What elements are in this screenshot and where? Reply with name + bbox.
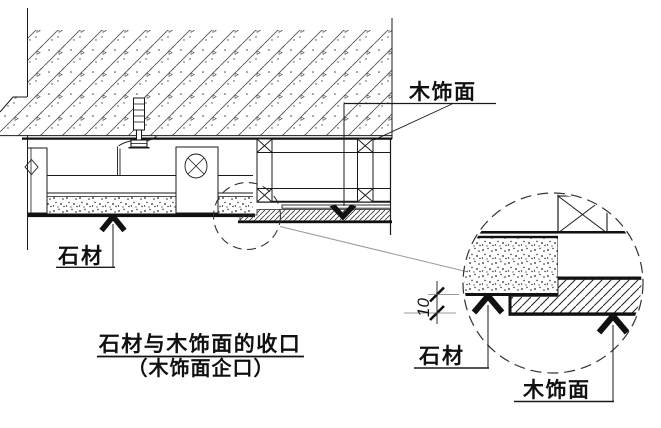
x-box-icon [357, 188, 374, 203]
detail-wood-frame-block [558, 233, 642, 280]
x-box-icon [256, 188, 273, 203]
x-box-icon [357, 138, 374, 153]
main-section-drawing: 木饰面 石材 [0, 8, 496, 272]
x-box-icon [557, 194, 608, 234]
detail-contents [464, 194, 642, 316]
callout-wood-veneer-top: 木饰面 [343, 80, 496, 206]
detail-wood-veneer [508, 279, 642, 316]
detail-stone-label: 石材 [418, 344, 465, 368]
concrete-slab-hatch [0, 30, 392, 135]
x-box-icon [256, 138, 273, 153]
drawing-title: 石材与木饰面的收口 [98, 332, 302, 356]
callout-stone-detail: 石材 [414, 294, 505, 369]
callout-stone-main: 石材 [56, 214, 127, 268]
dimension-10: 10 [404, 281, 459, 324]
stone-main-label: 石材 [57, 244, 104, 268]
blocking-x-boxes [256, 138, 374, 203]
carrier-channel-lines [47, 175, 253, 194]
stone-panel-edge [28, 213, 255, 218]
hanger-rod [117, 146, 121, 176]
callout-wood-detail: 木饰面 [514, 314, 630, 403]
hanger-bracket-left [24, 147, 48, 214]
detail-reference-circle [212, 181, 282, 251]
joint-arrow-down [329, 204, 357, 221]
slab-left-step [0, 96, 27, 113]
anchor-bolt [118, 97, 157, 149]
detail-leader-line [279, 226, 467, 272]
detail-circle-boundary [462, 192, 644, 374]
bracket-fastener-icon [184, 153, 208, 179]
detail-wood-label: 木饰面 [522, 378, 591, 402]
wood-veneer-top-label: 木饰面 [408, 80, 477, 104]
detail-stone-block [464, 235, 559, 296]
title-block: 石材与木饰面的收口 （木饰面企口） [97, 332, 304, 380]
hanger-bracket-mid [175, 146, 219, 214]
wood-veneer-panel [238, 209, 392, 224]
frame-rail-thick-line [479, 231, 635, 234]
dimension-text: 10 [414, 298, 433, 317]
drawing-subtitle: （木饰面企口） [128, 356, 275, 380]
stone-adhesive-layer [47, 196, 253, 213]
detail-enlarged-view: 10 石材 木饰面 [404, 192, 644, 403]
bracket-diamond-icon [24, 158, 39, 176]
